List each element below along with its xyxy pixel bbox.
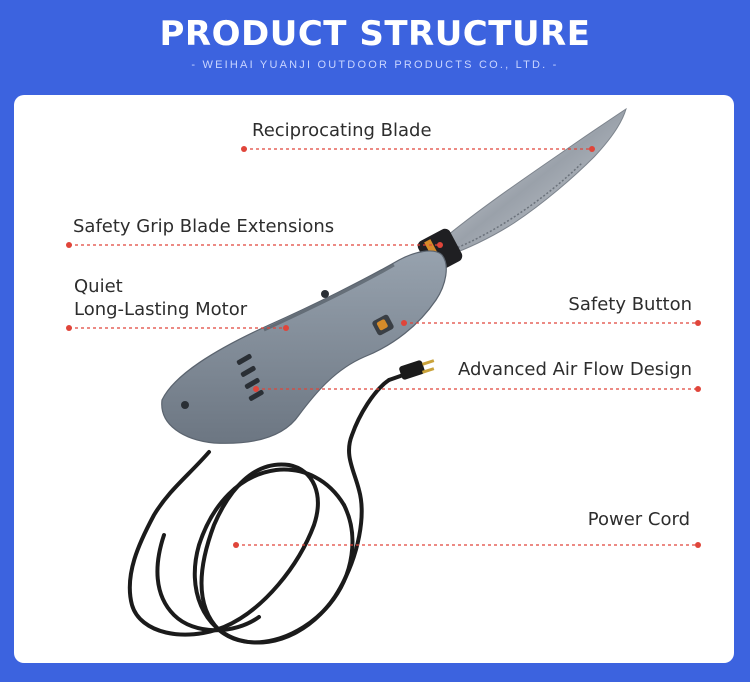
handle-seam bbox=[263, 263, 395, 332]
callout-label: Reciprocating Blade bbox=[252, 120, 432, 141]
electric-fillet-knife-illustration bbox=[66, 107, 701, 645]
callout-label: Advanced Air Flow Design bbox=[457, 359, 692, 380]
callout-label-line-1: Quiet bbox=[74, 276, 123, 297]
callout-safety-button: Safety Button bbox=[568, 293, 692, 316]
callout-lines bbox=[69, 148, 698, 546]
handle-shape bbox=[161, 250, 447, 444]
page-title: PRODUCT STRUCTURE bbox=[159, 14, 591, 54]
callout-power-cord: Power Cord bbox=[588, 508, 690, 531]
callout-dots bbox=[66, 146, 701, 548]
callout-air-flow: Advanced Air Flow Design bbox=[458, 358, 692, 381]
callout-label: Safety Button bbox=[568, 294, 692, 315]
power-cord-shape bbox=[127, 371, 411, 645]
plug-shape bbox=[399, 359, 435, 380]
callout-label: Safety Grip Blade Extensions bbox=[73, 216, 335, 237]
callout-label-line-2: Long-Lasting Motor bbox=[74, 299, 248, 320]
screw-icon bbox=[321, 290, 329, 298]
blade-shape bbox=[441, 107, 627, 256]
product-panel: Reciprocating Blade Safety Grip Blade Ex… bbox=[14, 95, 734, 663]
callout-motor: Quiet Long-Lasting Motor bbox=[74, 275, 247, 321]
screw-icon bbox=[181, 401, 189, 409]
callout-safety-grip: Safety Grip Blade Extensions bbox=[73, 215, 334, 238]
blade-serration bbox=[453, 162, 583, 250]
air-vent-icons bbox=[236, 354, 264, 401]
callout-label: Power Cord bbox=[587, 509, 690, 530]
safety-button-shape bbox=[372, 314, 394, 336]
callout-reciprocating-blade: Reciprocating Blade bbox=[252, 119, 432, 142]
page-subtitle: - WEIHAI YUANJI OUTDOOR PRODUCTS CO., LT… bbox=[191, 59, 559, 71]
